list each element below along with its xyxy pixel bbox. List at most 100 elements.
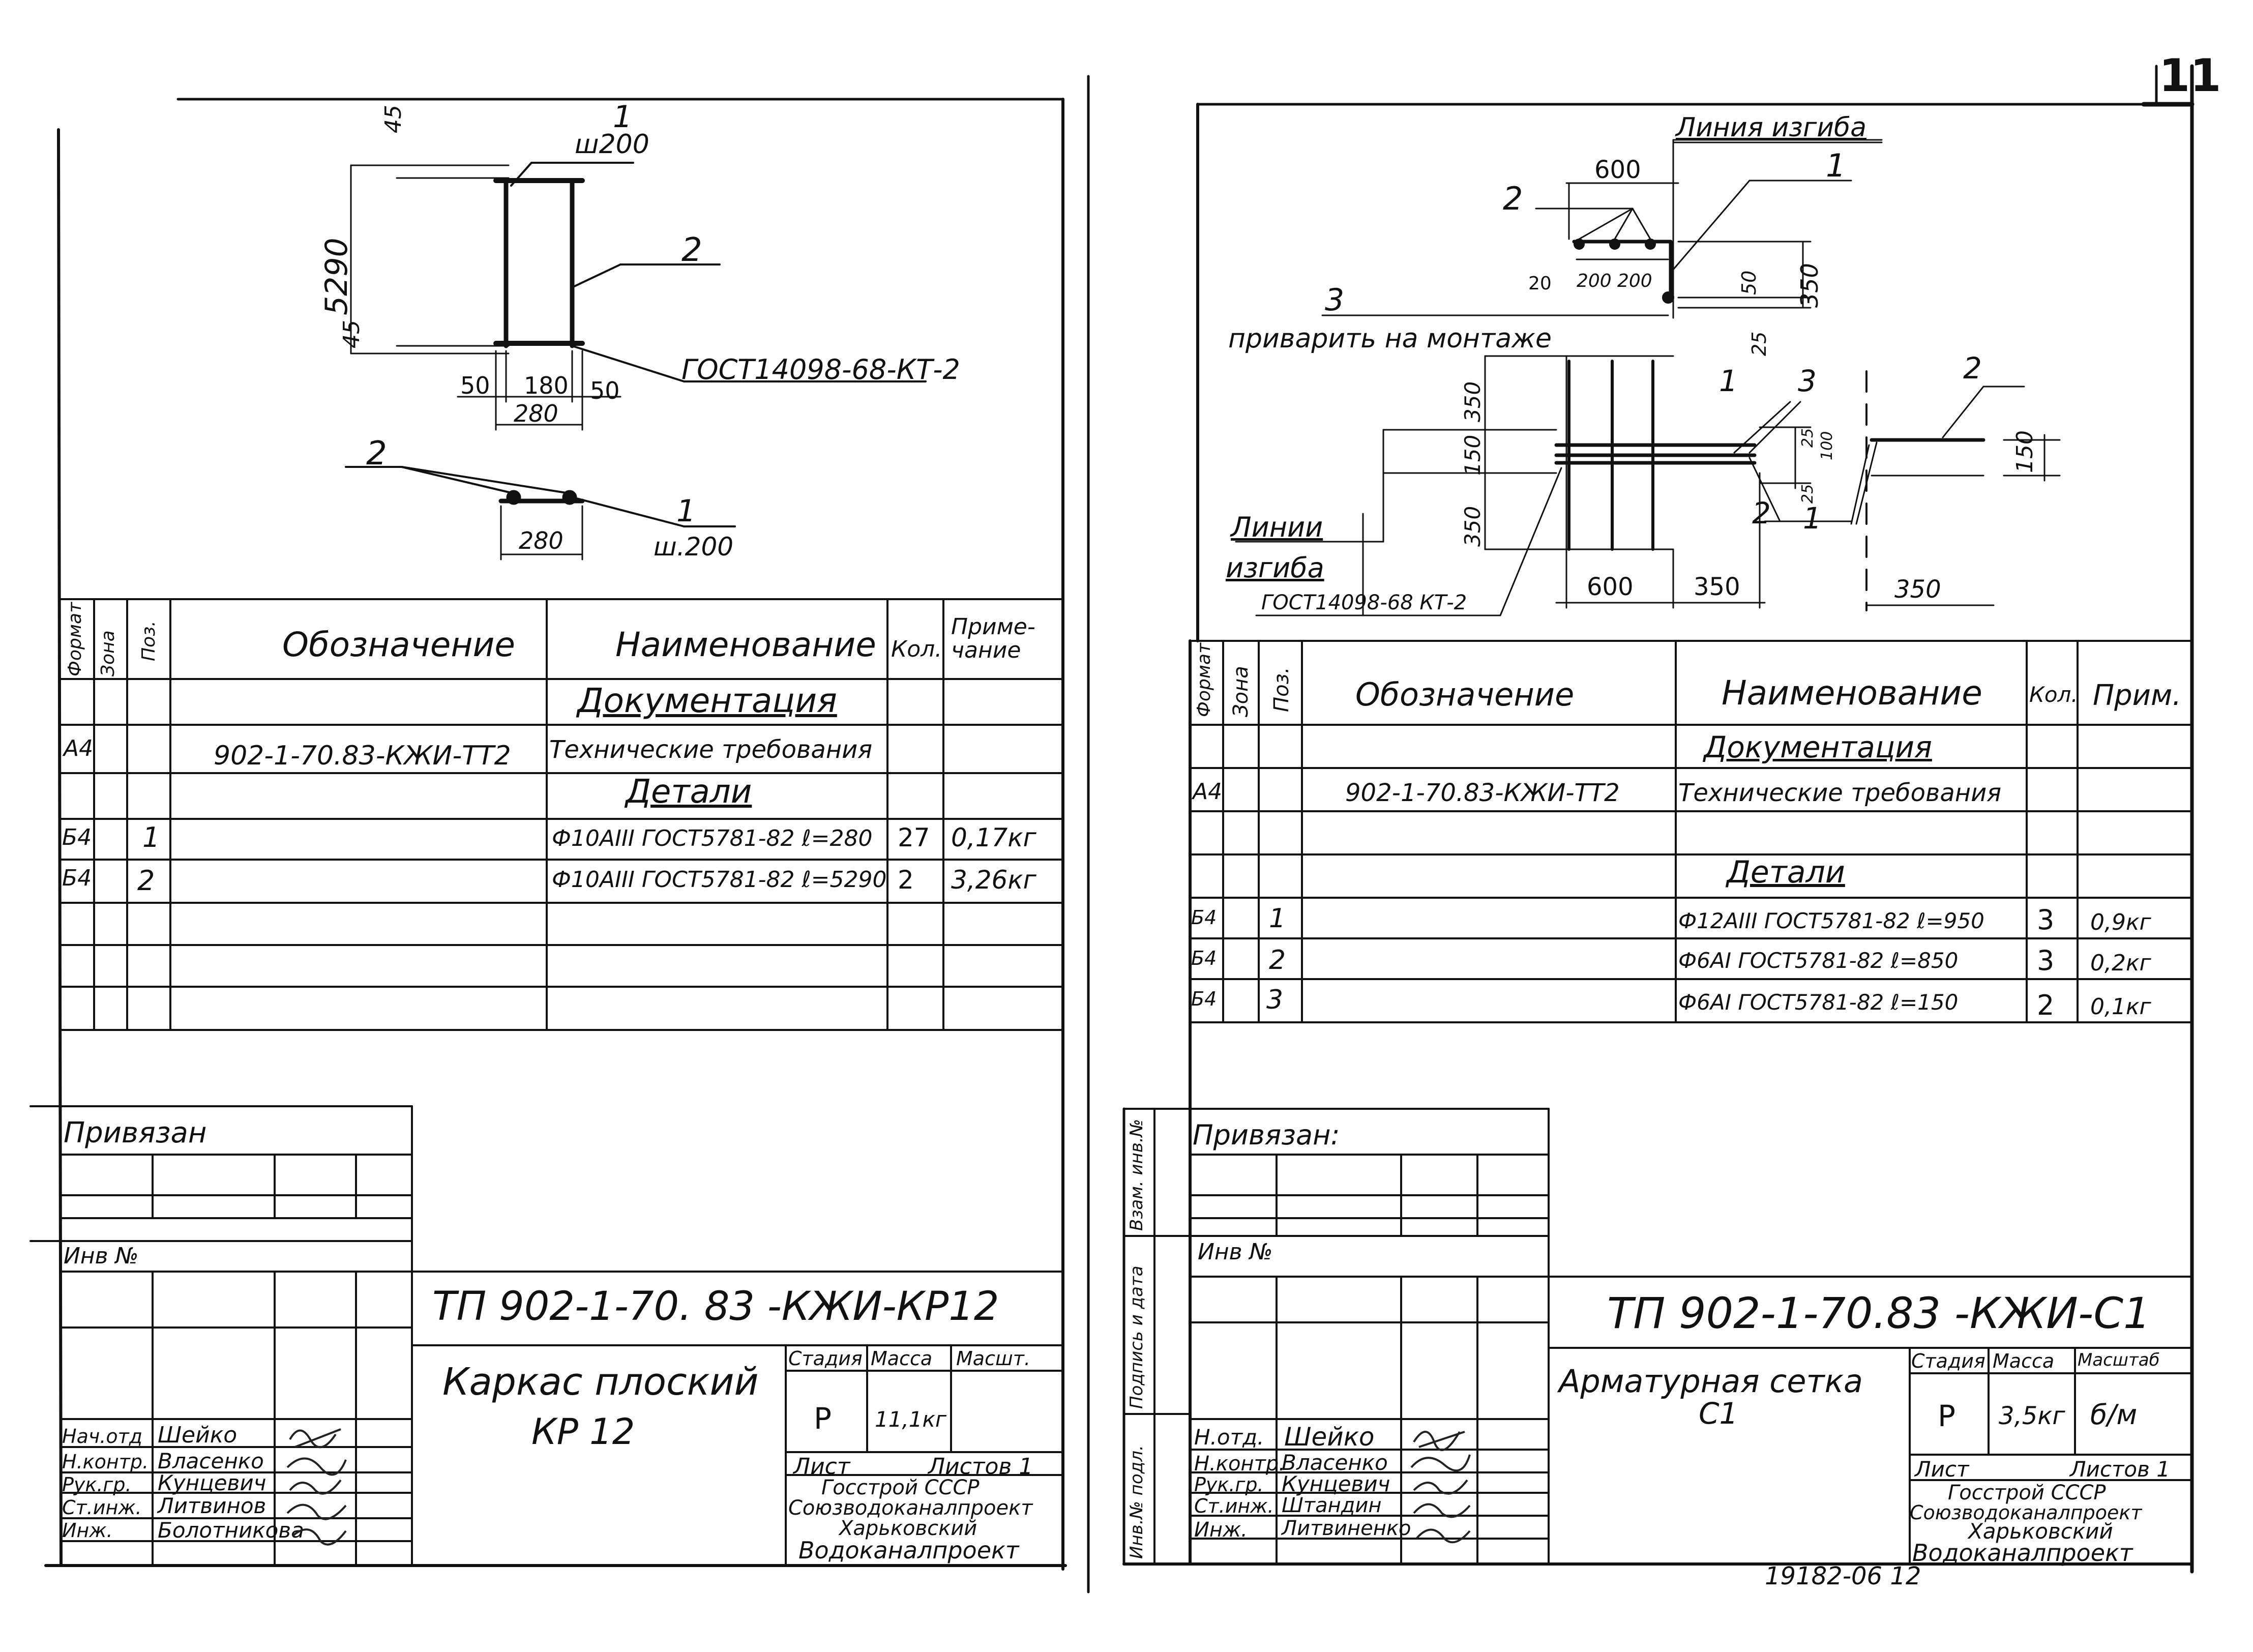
sheet-label: Лист (1915, 1457, 1969, 1482)
row-pos: 2 (1269, 945, 1286, 976)
staff-role: Инж. (1194, 1518, 1248, 1542)
org-line2: Союзводоканалпроект (788, 1496, 1033, 1520)
col-qty: Кол. (2029, 682, 2078, 707)
row-format: Б4 (1191, 947, 1217, 969)
page-number: 11 (2159, 49, 2221, 102)
staff-role: Нач.отд (62, 1425, 143, 1448)
sheet-label: Лист (793, 1454, 850, 1480)
col-note: Прим. (2093, 679, 2182, 712)
dim-20: 20 (1528, 273, 1552, 294)
signatures (286, 1428, 347, 1546)
mass-value: 11,1кг (875, 1407, 946, 1432)
dim-100: 100 (1818, 431, 1836, 460)
inv-label: Инв № (64, 1243, 139, 1269)
row-format: Б4 (62, 824, 92, 850)
staff-name: Штандин (1282, 1494, 1382, 1517)
staff-name: Шейко (1284, 1422, 1375, 1452)
col-name: Наименование (1722, 673, 1982, 713)
section-parts: Детали (626, 773, 752, 811)
dim-25: 25 (1748, 331, 1770, 356)
org-line2: Союзводоканалпроект (1910, 1501, 2142, 1524)
org-line3: Харьковский (839, 1517, 977, 1540)
staff-role: Н.контр. (1194, 1452, 1285, 1476)
pos2-label: 2 (1503, 180, 1523, 217)
pos1-label: 1 (1826, 147, 1846, 184)
row-qty: 3 (2037, 945, 2055, 977)
doc-code: ТП 902-1-70. 83 -КЖИ-КР12 (432, 1284, 999, 1330)
row-pos: 1 (142, 821, 160, 853)
doc-format: А4 (64, 735, 94, 761)
privyazan-label: Привязан (64, 1116, 207, 1149)
org-line3: Харьковский (1968, 1519, 2113, 1544)
dim-280: 280 (519, 527, 564, 554)
col-format: Формат (65, 602, 85, 676)
row-name: Ф6АI ГОСТ5781-82 ℓ=850 (1678, 948, 1959, 973)
sheets-label: Листов 1 (928, 1454, 1033, 1480)
col-format: Формат (1194, 642, 1214, 717)
side-label-b: Подпись и дата (1126, 1265, 1147, 1409)
side-label-c: Инв.№ подл. (1126, 1445, 1147, 1559)
bend-lines-1: Линии (1231, 511, 1323, 543)
doc-code: ТП 902-1-70.83 -КЖИ-С1 (1607, 1288, 2151, 1338)
dim-280: 280 (514, 400, 558, 427)
section-docs: Документация (577, 681, 837, 720)
row-note: 0,1кг (2090, 994, 2151, 1020)
title-line2: КР 12 (531, 1411, 635, 1453)
weld-note: приварить на монтаже (1228, 323, 1552, 354)
w200-label: ш.200 (654, 532, 734, 562)
staff-name: Шейко (158, 1422, 238, 1448)
row-name: Ф6АI ГОСТ5781-82 ℓ=150 (1678, 990, 1959, 1015)
section-parts: Детали (1727, 854, 1845, 890)
row-qty: 27 (898, 823, 930, 852)
org-line4: Водоканалпроект (798, 1537, 1019, 1564)
staff-role: Рук.гр. (1194, 1473, 1264, 1496)
doc-format: А4 (1193, 779, 1223, 805)
dim-50: 50 (1738, 270, 1760, 295)
staff-name: Власенко (1282, 1450, 1388, 1475)
col-zone: Зона (98, 630, 118, 676)
w200-label: ш200 (575, 129, 649, 160)
stage-label: Стадия (788, 1347, 863, 1370)
row-name: Ф10АIII ГОСТ5781-82 ℓ=280 (552, 825, 873, 851)
dim-45-top: 45 (380, 105, 406, 133)
col-pos: Поз. (138, 621, 159, 661)
staff-name: Власенко (158, 1449, 264, 1473)
row-name: Ф12АIII ГОСТ5781-82 ℓ=950 (1678, 908, 1984, 933)
dim-350-right: 350 (1796, 263, 1823, 308)
bend-lines-2: изгиба (1226, 552, 1324, 584)
staff-role: Ст.инж. (1194, 1495, 1274, 1517)
staff-role: Н.контр. (62, 1451, 149, 1473)
org-line4: Водоканалпроект (1912, 1539, 2133, 1567)
dim-600-top: 600 (1594, 156, 1641, 184)
col-designation: Обозначение (1355, 676, 1575, 713)
dim-150: 150 (1460, 434, 1485, 476)
pos1-label: 1 (676, 493, 696, 529)
col-zone: Зона (1229, 666, 1253, 717)
row-name: Ф10АIII ГОСТ5781-82 ℓ=5290 (552, 867, 887, 893)
row-pos: 1 (1269, 903, 1286, 934)
pos2-label: 2 (681, 231, 702, 269)
row-qty: 2 (2037, 989, 2055, 1021)
doc-designation: 902-1-70.83-КЖИ-ТТ2 (214, 741, 511, 771)
bend-line-top: Линия изгиба (1676, 112, 1866, 143)
dim-150-right: 150 (2012, 430, 2038, 473)
staff-role: Н.отд. (1194, 1425, 1264, 1450)
pos2-label: 2 (366, 435, 387, 473)
dim-5290: 5290 (319, 238, 354, 315)
title-line2: С1 (1699, 1396, 1738, 1431)
staff-role: Инж. (62, 1519, 113, 1542)
pos1-label: 1 (613, 99, 633, 135)
dim-350a: 350 (1460, 381, 1485, 422)
row-note: 0,17кг (951, 823, 1036, 852)
col-pos: Поз. (1270, 667, 1293, 712)
dim-45-bottom: 45 (339, 320, 365, 348)
pos2-mid: 2 (1752, 496, 1771, 530)
side-label-a: Взам. инв.№ (1126, 1118, 1147, 1231)
staff-name: Кунцевич (158, 1470, 266, 1495)
org-line1: Госстрой СССР (1948, 1481, 2106, 1504)
dim-200a: 200 (1577, 271, 1612, 291)
doc-name: Технические требования (549, 735, 873, 764)
pos3-label: 3 (1325, 282, 1345, 318)
stage-value: Р (1938, 1399, 1955, 1433)
